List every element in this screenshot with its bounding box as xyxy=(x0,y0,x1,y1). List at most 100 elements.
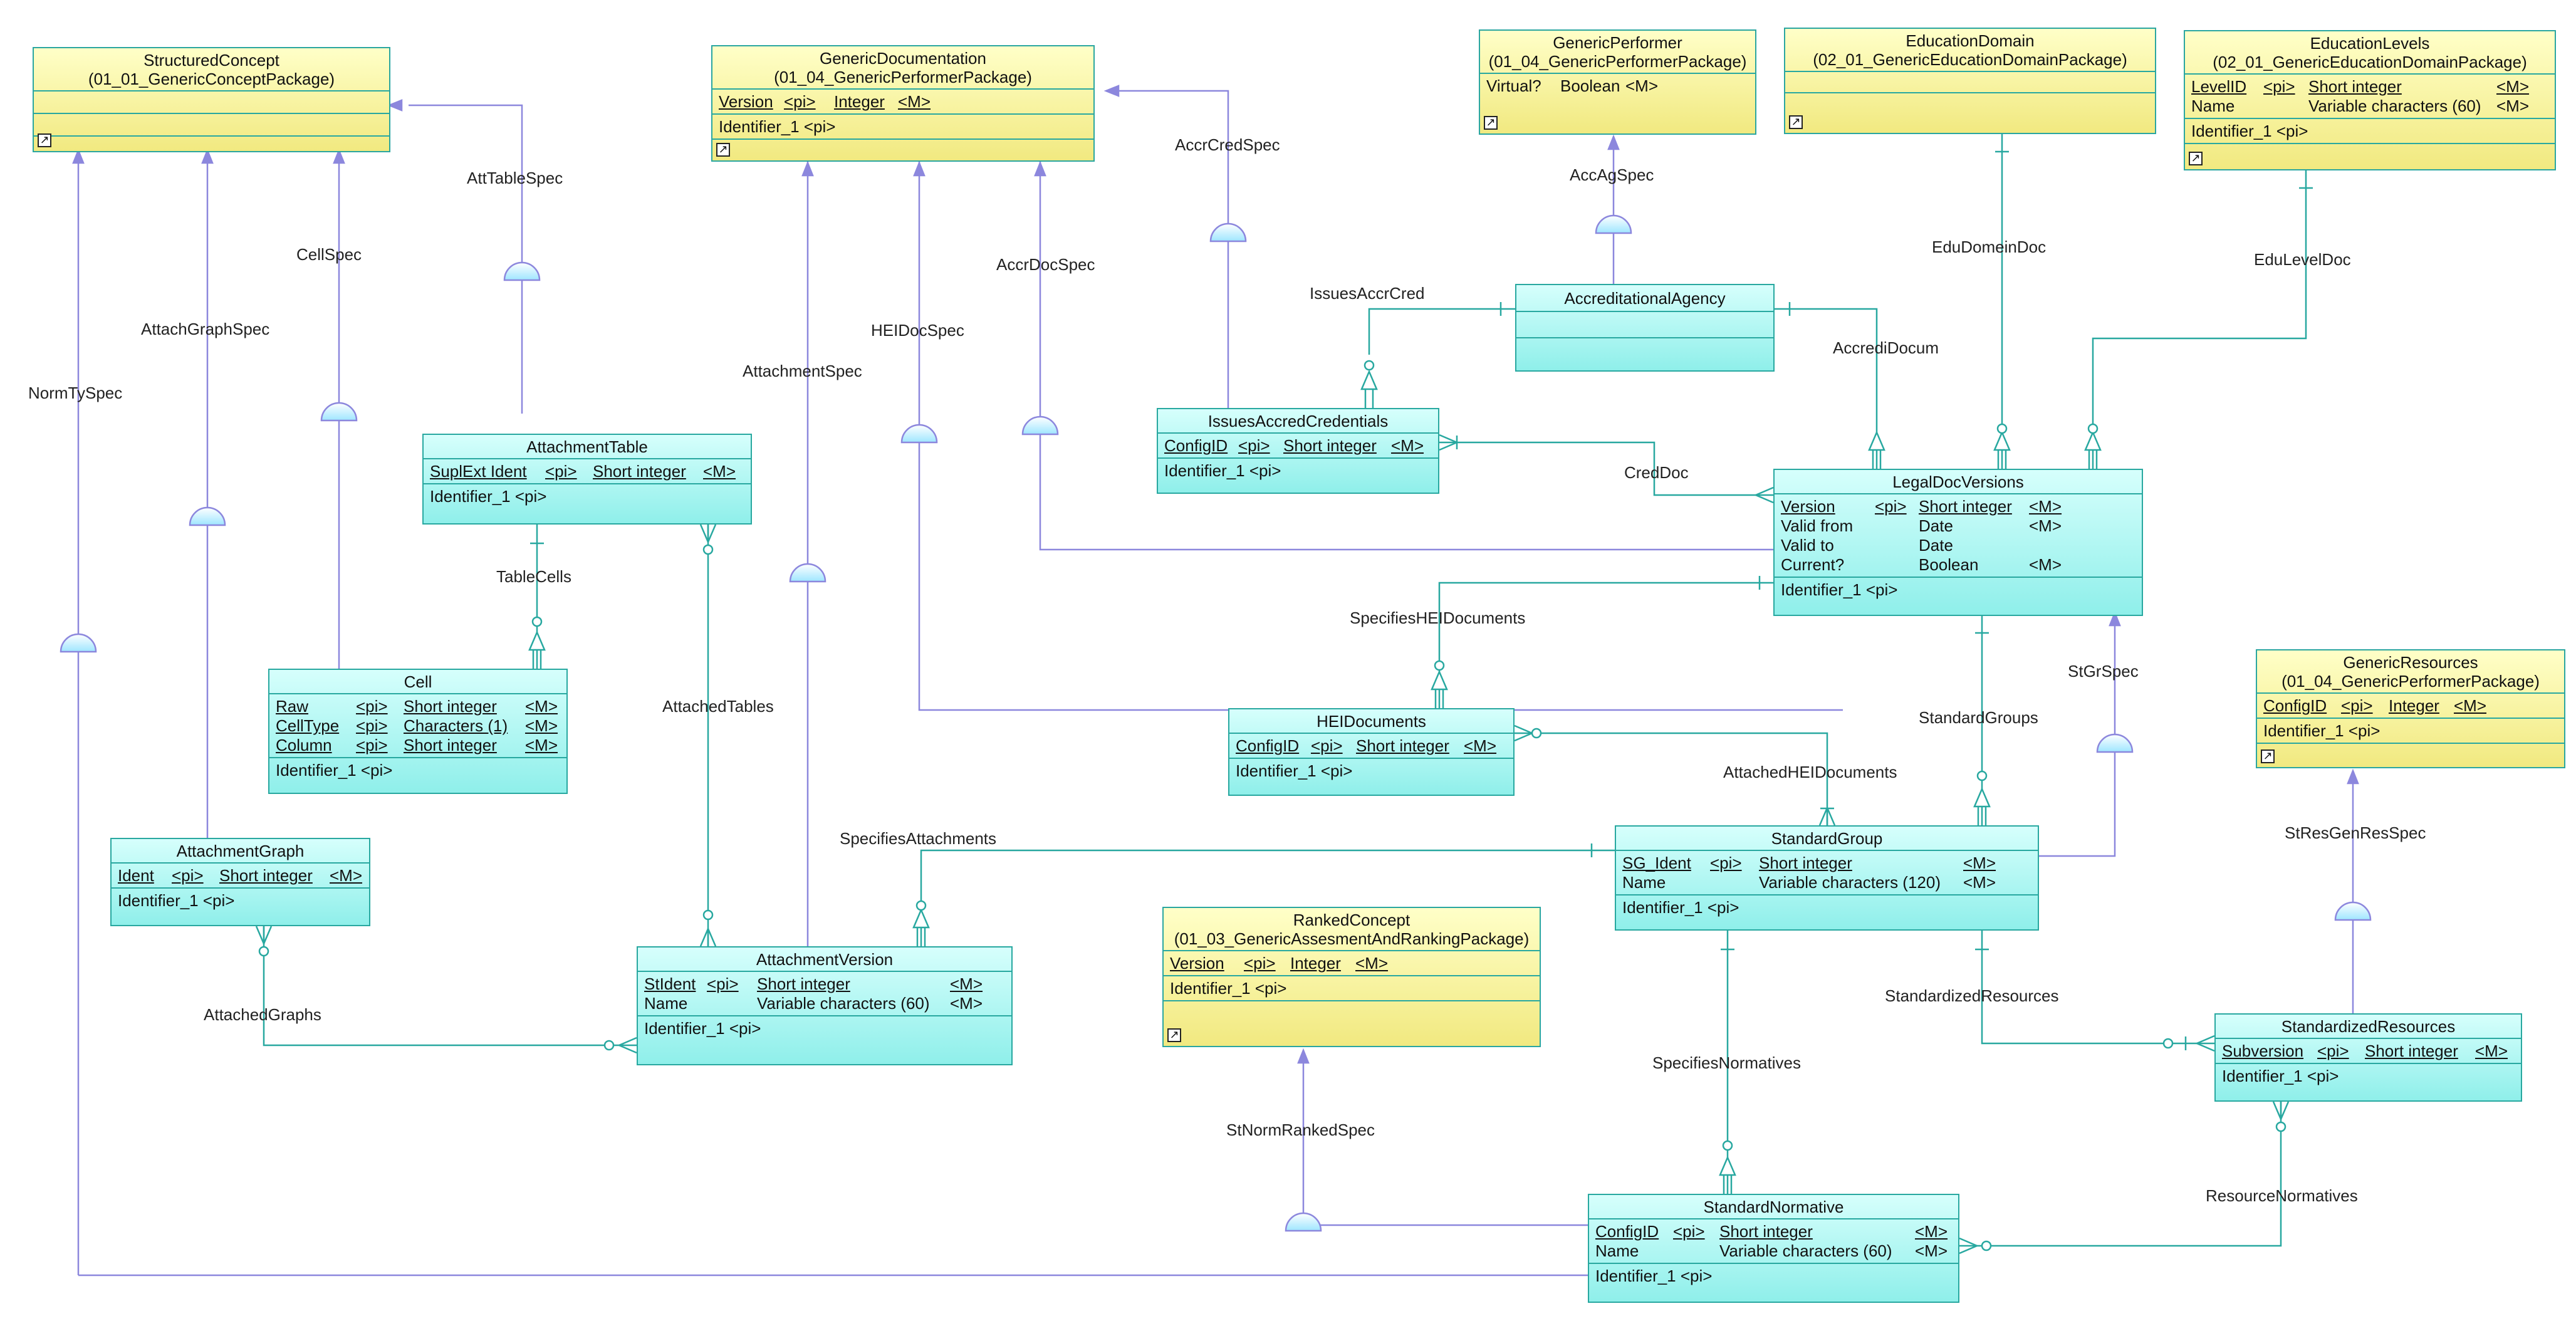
rel-label-norm-ty-spec: NormTySpec xyxy=(28,384,122,402)
attribute-row: Name Variable characters (60) <M> xyxy=(644,994,983,1013)
entity-package: (02_01_GenericEducationDomainPackage) xyxy=(1813,50,2127,69)
rel-label-edu-level-doc: EduLevelDoc xyxy=(2254,250,2351,269)
attribute-row: Version <pi> Short integer <M> xyxy=(1781,497,2062,516)
rel-label-table-cells: TableCells xyxy=(496,567,571,586)
attribute-row: Name Variable characters (120) <M> xyxy=(1622,873,1996,892)
inheritance-semicircle-icon xyxy=(60,633,97,653)
parent-arrow-icon xyxy=(913,160,926,177)
entity-title: StandardizedResources xyxy=(2281,1017,2456,1036)
entity-structured-concept[interactable]: StructuredConcept (01_01_GenericConceptP… xyxy=(33,47,390,152)
attribute-row: ConfigID <pi> Integer <M> xyxy=(2263,696,2487,715)
entity-title: GenericPerformer xyxy=(1553,33,1682,52)
inheritance-semicircle-icon xyxy=(2334,901,2372,921)
entity-attachment-graph[interactable]: AttachmentGraph Ident <pi> Short integer… xyxy=(110,838,370,926)
parent-arrow-icon xyxy=(201,148,214,164)
shortcut-arrow-icon: ↗ xyxy=(1167,1028,1181,1042)
entity-cell[interactable]: Cell Raw <pi> Short integer <M> CellType… xyxy=(268,669,568,794)
inheritance-semicircle-icon xyxy=(1021,415,1059,436)
entity-generic-documentation[interactable]: GenericDocumentation (01_04_GenericPerfo… xyxy=(711,45,1095,162)
entity-standard-group[interactable]: StandardGroup SG_Ident <pi> Short intege… xyxy=(1615,825,2039,931)
relationship-line xyxy=(1981,931,2214,1045)
attribute-row: CellType <pi> Characters (1) <M> xyxy=(276,716,558,735)
relationship-line xyxy=(1439,441,1773,496)
entity-identifier: Identifier_1 <pi> xyxy=(644,1019,761,1038)
entity-identifier: Identifier_1 <pi> xyxy=(712,115,1093,140)
inheritance-semicircle-icon xyxy=(320,402,358,422)
entity-title: GenericDocumentation xyxy=(820,49,986,68)
attribute-row: Column <pi> Short integer <M> xyxy=(276,736,558,754)
rel-label-accr-doc-spec: AccrDocSpec xyxy=(996,255,1095,274)
attribute-row: Name Variable characters (60) <M> xyxy=(1595,1241,1948,1260)
attribute-row: SG_Ident <pi> Short integer <M> xyxy=(1622,854,1996,872)
rel-label-st-norm-ranked-spec: StNormRankedSpec xyxy=(1226,1120,1375,1139)
attribute-row: ConfigID <pi> Short integer <M> xyxy=(1164,436,1424,455)
entity-attachment-version[interactable]: AttachmentVersion StIdent <pi> Short int… xyxy=(637,946,1013,1065)
entity-education-domain[interactable]: EducationDomain (02_01_GenericEducationD… xyxy=(1784,28,2156,134)
inheritance-semicircle-icon xyxy=(1209,222,1247,243)
parent-arrow-icon xyxy=(387,99,403,112)
rel-label-acc-ag-spec: AccAgSpec xyxy=(1570,165,1654,184)
entity-hei-documents[interactable]: HEIDocuments ConfigID <pi> Short integer… xyxy=(1228,708,1515,796)
rel-label-cell-spec: CellSpec xyxy=(296,245,362,264)
entity-legal-doc-versions[interactable]: LegalDocVersions Version <pi> Short inte… xyxy=(1773,469,2143,616)
parent-arrow-icon xyxy=(72,148,85,164)
entity-title: AccreditationalAgency xyxy=(1564,289,1726,308)
entity-identifier: Identifier_1 <pi> xyxy=(1164,976,1540,1001)
entity-identifier: Identifier_1 <pi> xyxy=(276,761,393,780)
entity-generic-resources[interactable]: GenericResources (01_04_GenericPerformer… xyxy=(2256,649,2565,768)
inheritance-semicircle-icon xyxy=(789,563,827,583)
parent-arrow-icon xyxy=(801,160,814,177)
rel-label-hei-doc-spec: HEIDocSpec xyxy=(871,321,964,340)
entity-title: StandardGroup xyxy=(1771,829,1883,848)
parent-arrow-icon xyxy=(1034,160,1046,177)
relationship-line xyxy=(1368,308,1515,355)
entity-identifier: Identifier_1 <pi> xyxy=(2257,719,2564,744)
entity-title: IssuesAccredCredentials xyxy=(1207,412,1389,431)
entity-standard-normative[interactable]: StandardNormative ConfigID <pi> Short in… xyxy=(1588,1194,1959,1303)
entity-package: (01_04_GenericPerformerPackage) xyxy=(2281,672,2540,691)
parent-arrow-icon xyxy=(1607,134,1620,150)
rel-label-attachment-spec: AttachmentSpec xyxy=(743,362,862,380)
entity-package: (01_04_GenericPerformerPackage) xyxy=(1488,52,1747,71)
rel-label-edu-domein-doc: EduDomeinDoc xyxy=(1932,238,2046,256)
specialization-line xyxy=(2039,614,2116,857)
inheritance-semicircle-icon xyxy=(2096,733,2134,753)
entity-ranked-concept[interactable]: RankedConcept (01_03_GenericAssesmentAnd… xyxy=(1162,907,1541,1047)
rel-label-st-res-gen-res-spec: StResGenResSpec xyxy=(2285,823,2426,842)
rel-label-st-gr-spec: StGrSpec xyxy=(2068,662,2139,681)
entity-accreditational-agency[interactable]: AccreditationalAgency xyxy=(1515,284,1775,372)
entity-standardized-resources[interactable]: StandardizedResources Subversion <pi> Sh… xyxy=(2214,1013,2522,1102)
entity-title: AttachmentTable xyxy=(526,437,648,456)
entity-package: (01_01_GenericConceptPackage) xyxy=(88,70,335,88)
entity-title: AttachmentVersion xyxy=(756,950,894,969)
attribute-row: StIdent <pi> Short integer <M> xyxy=(644,974,983,993)
entity-identifier: Identifier_1 <pi> xyxy=(430,487,547,506)
entity-identifier: Identifier_1 <pi> xyxy=(1595,1266,1713,1285)
entity-education-levels[interactable]: EducationLevels (02_01_GenericEducationD… xyxy=(2184,30,2556,170)
rel-label-specifies-attachments: SpecifiesAttachments xyxy=(840,829,996,848)
entity-title: AttachmentGraph xyxy=(176,842,305,860)
entity-identifier: Identifier_1 <pi> xyxy=(118,891,235,910)
relationship-line xyxy=(1515,732,1828,825)
shortcut-arrow-icon: ↗ xyxy=(38,133,51,147)
entity-title: EducationLevels xyxy=(2310,34,2430,53)
attribute-row: Ident <pi> Short integer <M> xyxy=(118,866,363,885)
entity-package: (01_03_GenericAssesmentAndRankingPackage… xyxy=(1174,929,1530,948)
relationship-line xyxy=(2092,170,2307,469)
parent-arrow-icon xyxy=(2347,768,2359,785)
rel-label-accr-cred-spec: AccrCredSpec xyxy=(1175,135,1280,154)
parent-arrow-icon xyxy=(2109,610,2121,627)
entity-issues-accred-credentials[interactable]: IssuesAccredCredentials ConfigID <pi> Sh… xyxy=(1157,408,1439,494)
attribute-row: Virtual? Boolean <M> xyxy=(1486,76,1659,95)
entity-generic-performer[interactable]: GenericPerformer (01_04_GenericPerformer… xyxy=(1479,29,1756,135)
specialization-line xyxy=(1106,90,1229,408)
parent-arrow-icon xyxy=(333,148,345,164)
rel-label-attach-graph-spec: AttachGraphSpec xyxy=(141,320,269,338)
entity-attachment-table[interactable]: AttachmentTable SuplExt Ident <pi> Short… xyxy=(422,434,752,525)
entity-identifier: Identifier_1 <pi> xyxy=(2185,119,2555,144)
attribute-row: SuplExt Ident <pi> Short integer <M> xyxy=(430,462,736,481)
rel-label-issues-accr-cred: IssuesAccrCred xyxy=(1310,284,1425,303)
rel-label-attached-tables: AttachedTables xyxy=(662,697,774,716)
inheritance-semicircle-icon xyxy=(1595,214,1632,234)
